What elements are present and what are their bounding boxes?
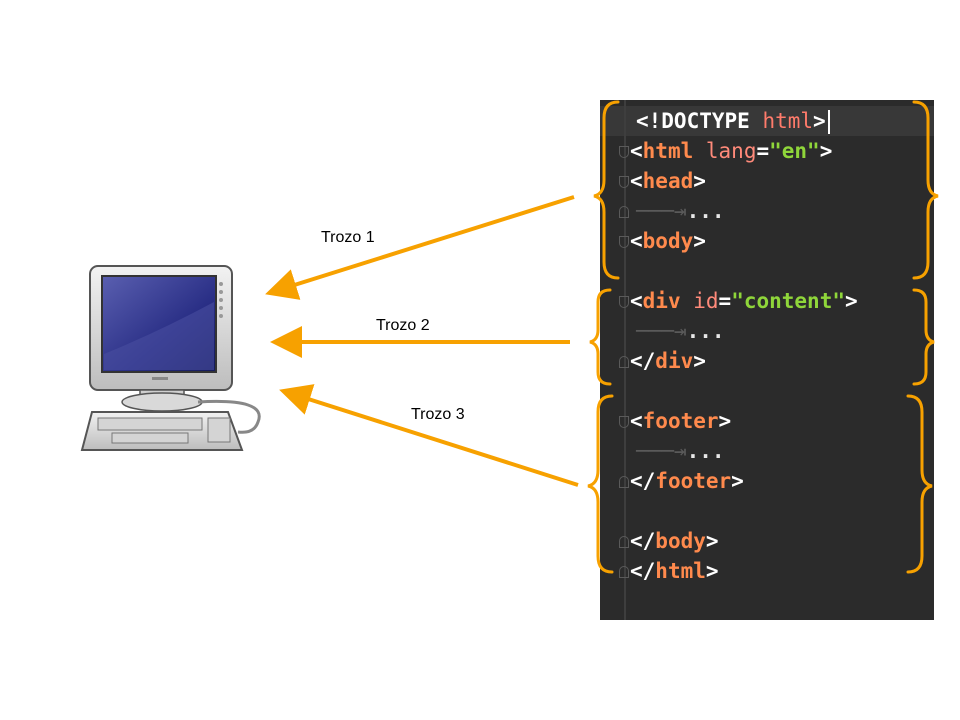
code-line-footer-open: <footer>: [630, 409, 732, 433]
code-line-html-close: </html>: [630, 559, 719, 583]
fold-marker-icon[interactable]: [619, 356, 629, 368]
tab-arrow-icon: ───⇥: [636, 199, 687, 223]
fold-marker-icon[interactable]: [619, 146, 629, 158]
fold-marker-icon[interactable]: [619, 206, 629, 218]
code-editor-panel: <!DOCTYPE html> <html lang="en"> <head> …: [600, 100, 934, 620]
desktop-computer-icon: [80, 265, 261, 451]
chunk-2-right-brace: [912, 288, 935, 386]
fold-marker-icon[interactable]: [619, 536, 629, 548]
fold-marker-icon[interactable]: [619, 566, 629, 578]
fold-marker-icon[interactable]: [619, 236, 629, 248]
chunk-1-right-brace: [912, 100, 939, 280]
tab-arrow-icon: ───⇥: [636, 319, 687, 343]
code-line-div-ellipsis: ───⇥...: [636, 319, 725, 343]
code-line-head-ellipsis: ───⇥...: [636, 199, 725, 223]
text-caret: [827, 110, 830, 134]
current-line-highlight: [600, 106, 934, 136]
fold-marker-icon[interactable]: [619, 416, 629, 428]
code-line-div-open: <div id="content">: [630, 289, 858, 313]
chunk-1-left-brace: [593, 100, 620, 280]
code-line-html-open: <html lang="en">: [630, 139, 833, 163]
fold-marker-icon[interactable]: [619, 176, 629, 188]
code-line-doctype: <!DOCTYPE html>: [636, 106, 830, 136]
chunk-1-label: Trozo 1: [321, 229, 375, 246]
code-line-body-close: </body>: [630, 529, 719, 553]
arrow-chunk-3: [279, 384, 579, 487]
code-line-div-close: </div>: [630, 349, 706, 373]
fold-marker-icon[interactable]: [619, 476, 629, 488]
arrow-chunk-1: [265, 195, 575, 300]
code-line-footer-close: </footer>: [630, 469, 744, 493]
chunk-3-right-brace: [906, 394, 933, 574]
code-line-body-open: <body>: [630, 229, 706, 253]
fold-marker-icon[interactable]: [619, 296, 629, 308]
chunk-3-left-brace: [587, 394, 614, 574]
chunk-2-label: Trozo 2: [376, 317, 430, 334]
code-line-footer-ellipsis: ───⇥...: [636, 439, 725, 463]
tab-arrow-icon: ───⇥: [636, 439, 687, 463]
code-line-head-open: <head>: [630, 169, 706, 193]
chunk-3-label: Trozo 3: [411, 406, 465, 423]
chunk-2-left-brace: [589, 288, 612, 386]
